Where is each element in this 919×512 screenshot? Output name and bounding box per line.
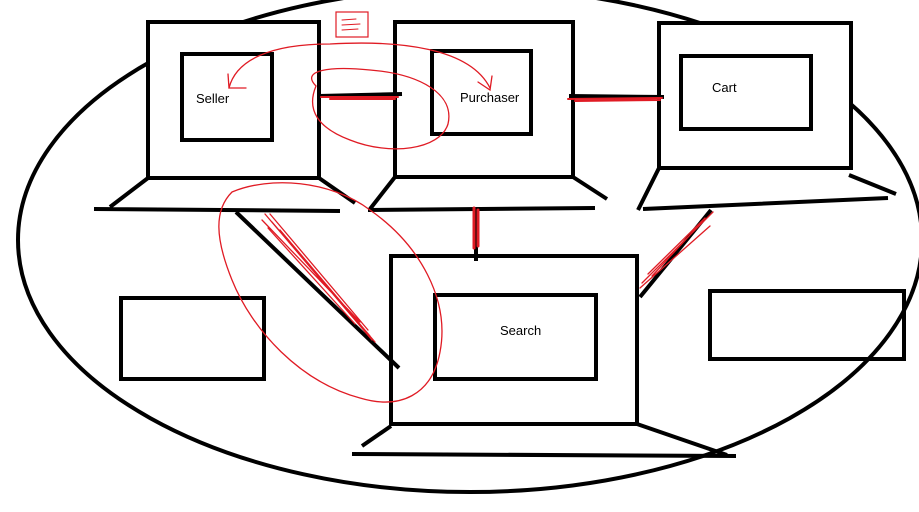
laptop-seller: Seller [93,20,357,213]
connection-seller-search [234,210,401,370]
connection-seller-purchaser [318,92,403,98]
red-loop-seller-search [218,182,443,403]
laptop-search-screen [389,254,639,426]
laptop-cart-screen [657,21,853,170]
node-label-seller: Seller [196,91,230,106]
note-icon [335,11,369,38]
note-icon-lines [341,18,361,31]
laptop-seller-base [93,176,357,213]
red-highlight-purchaser-search [472,206,480,250]
red-scribble-cart-search [639,211,714,289]
node-label-cart: Cart [712,80,737,95]
laptop-cart-base [636,167,897,211]
laptop-purchaser: Purchaser [367,20,609,212]
red-arrow-head-left [227,73,247,89]
laptop-search-base [351,422,737,458]
red-scribble-seller-search [261,213,376,343]
laptop-seller-inner-box [180,52,274,142]
laptop-purchaser-base [367,175,609,212]
red-circle-seller-purchaser [310,67,450,150]
connection-purchaser-cart [568,94,665,99]
laptop-cart: Cart [636,21,897,211]
empty-box-left [119,296,266,381]
empty-box-right [708,289,906,361]
red-highlight-purchaser-cart [567,97,663,102]
red-annotations [218,11,714,403]
node-label-search: Search [500,323,541,338]
laptop-search: Search [351,254,737,458]
laptop-search-inner-box [433,293,598,381]
red-arrow-head-right [477,75,493,92]
laptop-seller-screen [146,20,321,180]
red-highlight-seller-purchaser [320,96,399,100]
laptop-cart-inner-box [679,54,813,131]
system-boundary-ellipse [16,0,919,494]
node-label-purchaser: Purchaser [460,90,520,105]
laptop-purchaser-inner-box [430,49,533,136]
red-arrow-arc [228,42,491,89]
